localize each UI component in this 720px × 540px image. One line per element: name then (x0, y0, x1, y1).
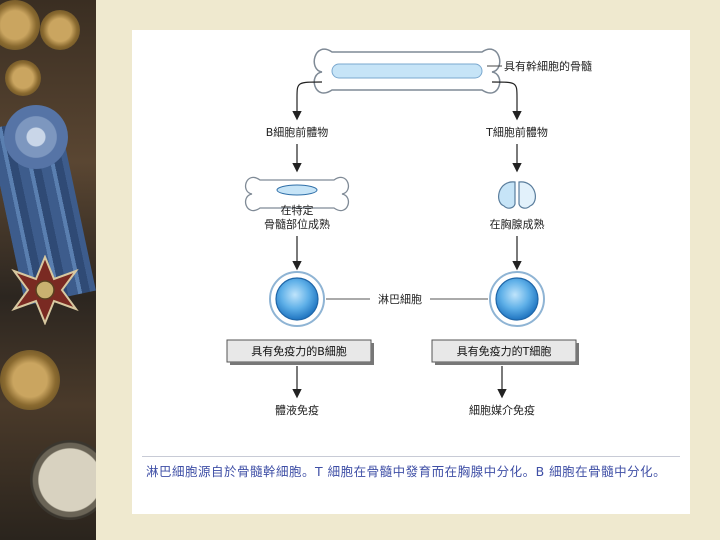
figure-caption: 淋巴細胞源自於骨髓幹細胞。T 細胞在骨髓中發育而在胸腺中分化。B 細胞在骨髓中分… (146, 464, 667, 479)
small-bone-icon (244, 176, 350, 212)
label-b-site-line1: 在特定 (281, 203, 314, 217)
coin-image (40, 10, 80, 50)
label-bone-marrow-stem: 具有幹細胞的骨髓 (504, 59, 592, 73)
lymphocyte-origin-diagram: 具有幹細胞的骨髓 B細胞前體物 T細胞前體物 在特定 骨髓部位成熟 在胸腺成熟 (226, 48, 592, 417)
label-lymphocyte: 淋巴細胞 (378, 293, 422, 306)
label-humoral-immunity: 體液免疫 (275, 403, 319, 417)
arrow-to-b-precursor (292, 81, 323, 121)
rosette-medal-image (4, 105, 68, 169)
figure-card: 具有幹細胞的骨髓 B細胞前體物 T細胞前體物 在特定 骨髓部位成熟 在胸腺成熟 (132, 30, 690, 514)
b-cell-box: 具有免疫力的B細胞 (226, 339, 374, 365)
b-cell-box-label: 具有免疫力的B細胞 (251, 344, 347, 358)
b-lymphocyte-cell-icon (269, 271, 325, 327)
coin-image (5, 60, 41, 96)
coin-image (0, 350, 60, 410)
decorative-photo-strip (0, 0, 96, 540)
coin-image (0, 0, 40, 50)
t-cell-box-label: 具有免疫力的T細胞 (457, 344, 552, 358)
caption-divider (142, 456, 680, 457)
arrow-to-t-precursor (491, 81, 522, 121)
maltese-cross-medal-icon (11, 255, 79, 325)
t-lymphocyte-cell-icon (489, 271, 545, 327)
label-b-precursor: B細胞前體物 (266, 125, 329, 139)
label-t-precursor: T細胞前體物 (485, 125, 548, 139)
compass-image (30, 440, 96, 520)
label-cell-mediated-immunity: 細胞媒介免疫 (469, 403, 535, 417)
thymus-icon (498, 181, 536, 209)
label-thymus: 在胸腺成熟 (490, 217, 545, 231)
bone-marrow-bone-icon (313, 48, 501, 94)
label-b-site-line2: 骨髓部位成熟 (264, 217, 330, 231)
t-cell-box: 具有免疫力的T細胞 (431, 339, 579, 365)
